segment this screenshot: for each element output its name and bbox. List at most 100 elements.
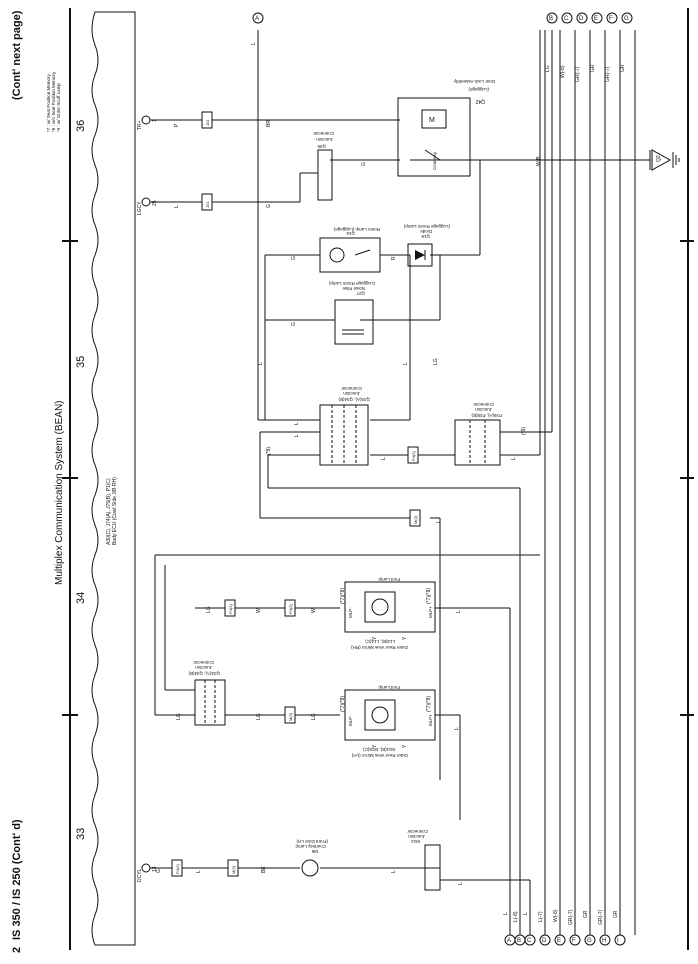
svg-text:B: B (549, 16, 553, 22)
offpage-top-group: AL BLG CW(-8) DGR(-7) EGR FGR(-7) GGR (251, 12, 633, 82)
svg-text:Outer Rear View Mirror (LH): Outer Rear View Mirror (LH) (351, 753, 408, 758)
svg-text:(*7): (*7) (340, 704, 346, 712)
svg-text:G: G (361, 162, 367, 166)
svg-text:L: L (294, 422, 300, 425)
svg-text:P26(A), P28(B): P26(A), P28(B) (471, 413, 502, 418)
offpage-bottom-group: AL BL(-8) CL DL(-7) EW(-8) FGR(-7) GGR H… (503, 909, 626, 946)
svg-text:Connector: Connector (341, 386, 362, 391)
svg-text:Door Lock Assembly: Door Lock Assembly (453, 79, 495, 84)
offpage-connector-bottom: E W(-8) (553, 909, 566, 946)
svg-text:D: D (542, 938, 547, 944)
svg-text:L: L (503, 912, 509, 915)
svg-text:LG: LG (545, 65, 551, 72)
svg-text:Q16: Q16 (421, 234, 430, 239)
svg-text:L: L (523, 912, 529, 915)
svg-text:G: G (156, 869, 162, 873)
svg-text:LG: LG (206, 606, 212, 613)
svg-text:GR: GR (613, 910, 619, 918)
svg-text:E: E (594, 16, 598, 22)
svg-text:L: L (436, 520, 442, 523)
svg-text:W: W (256, 608, 262, 613)
ground-symbol: Q2 (651, 149, 680, 171)
svg-text:W(-8): W(-8) (553, 909, 559, 922)
svg-text:M(2): M(2) (288, 712, 293, 721)
svg-text:BR: BR (266, 120, 272, 127)
offpage-connector-bottom: BL(-8) (513, 911, 526, 946)
svg-text:Y: Y (402, 636, 408, 640)
svg-text:(*8): (*8) (340, 588, 346, 596)
junction-connector-m14: M14 Junction Connector (407, 829, 441, 891)
svg-text:L: L (454, 727, 460, 730)
svg-text:Q35: Q35 (317, 144, 326, 149)
svg-text:Courtesy: Courtesy (432, 151, 437, 170)
svg-text:E: E (557, 938, 561, 944)
offpage-connector-bottom: GGR (583, 910, 596, 946)
svg-text:J21: J21 (205, 119, 210, 126)
outer-mirror-lh: Foot Lamp M11(B), M15(C) Outer Rear View… (344, 685, 436, 758)
room-lamp-q16: Q16 Room Lamp (Luggage) (319, 227, 381, 273)
svg-text:G: G (266, 204, 272, 208)
ecu-code: A30(C), J74(A), J75(B), P1(C) (106, 478, 112, 545)
svg-text:Junction: Junction (408, 834, 425, 839)
motor-label: M (429, 117, 435, 124)
svg-text:DCYL: DCYL (137, 868, 143, 882)
svg-text:R: R (391, 256, 397, 260)
svg-text:Junction: Junction (195, 665, 212, 670)
svg-text:P4(2): P4(2) (411, 451, 416, 461)
column-number: 36 (75, 120, 87, 132)
svg-text:L: L (458, 882, 464, 885)
offpage-connector-top: EGR (590, 12, 603, 72)
svg-text:P: P (174, 123, 180, 127)
svg-text:Q33(A), Q34(B): Q33(A), Q34(B) (188, 671, 220, 676)
svg-text:GR(-7): GR(-7) (605, 66, 611, 82)
wire-group (150, 30, 651, 935)
svg-text:Q33(A), Q34(B): Q33(A), Q34(B) (338, 397, 370, 402)
svg-text:(*7): (*7) (426, 704, 432, 712)
svg-text:F: F (572, 938, 576, 944)
continued-label: (Cont' next page) (11, 10, 23, 100)
svg-text:MLP+: MLP+ (428, 606, 433, 618)
svg-text:GR(-7): GR(-7) (575, 66, 581, 82)
svg-text:C: C (564, 16, 569, 22)
legend-item: *8 : w/o Seat Position Memory (51, 71, 56, 132)
svg-text:P4(2): P4(2) (288, 604, 293, 614)
svg-text:Q42: Q42 (475, 98, 485, 104)
svg-text:Room Lamp (Luggage): Room Lamp (Luggage) (333, 227, 380, 232)
svg-text:LG: LG (176, 713, 182, 720)
svg-text:(*7): (*7) (340, 596, 346, 604)
svg-text:J21: J21 (205, 201, 210, 208)
svg-text:Courtesy Lamp: Courtesy Lamp (295, 844, 326, 849)
svg-text:M(2): M(2) (413, 515, 418, 524)
svg-text:25: 25 (152, 200, 158, 206)
svg-text:F: F (609, 16, 613, 22)
svg-text:L: L (511, 457, 517, 460)
offpage-connector-bottom: FGR(-7) (568, 909, 581, 946)
junction-connector-q33a: Q33(A), Q34(B) Junction Connector (188, 660, 226, 726)
svg-text:GR: GR (620, 64, 626, 72)
offpage-connector-bottom: IGR (613, 910, 626, 946)
offpage-connector-bottom: CL (523, 912, 536, 946)
svg-text:(Luggage Room Lamp): (Luggage Room Lamp) (328, 281, 375, 286)
svg-text:Y: Y (372, 636, 378, 640)
body-ecu-box (91, 11, 136, 946)
svg-text:L(-8): L(-8) (513, 911, 519, 922)
svg-text:Q27: Q27 (356, 291, 365, 296)
svg-text:TR+: TR+ (137, 120, 143, 130)
column-number: 34 (75, 592, 87, 604)
junction-connector-q33: Q33(A), Q34(B) Junction Connector (319, 386, 370, 466)
svg-text:MLP-: MLP- (348, 607, 353, 618)
svg-text:Junction: Junction (343, 391, 360, 396)
svg-text:L: L (196, 870, 202, 873)
svg-text:(*8): (*8) (426, 696, 432, 704)
svg-text:P4(2): P4(2) (228, 604, 233, 614)
svg-text:Q16: Q16 (346, 231, 355, 236)
svg-text:L: L (258, 362, 264, 365)
offpage-connector-bottom: AL (503, 912, 516, 946)
svg-text:G: G (291, 256, 297, 260)
svg-text:Diode: Diode (420, 229, 432, 234)
door-lock-assembly: M Courtesy Q42 Door Lock Assembly (Lugga… (397, 79, 495, 177)
svg-text:GR(-7): GR(-7) (598, 909, 604, 925)
svg-text:LGCY: LGCY (137, 201, 143, 215)
column-number: 35 (75, 356, 87, 368)
